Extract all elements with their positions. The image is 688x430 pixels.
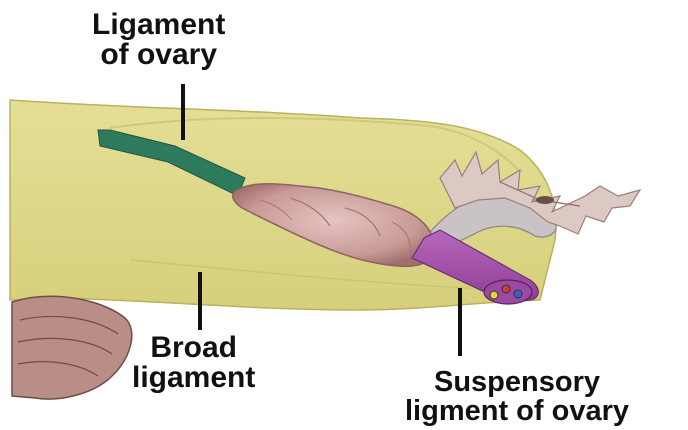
label-suspensory-ligament-line2: ligment of ovary [405,397,629,426]
vessel-dot [490,291,498,299]
label-ligament-of-ovary: Ligament of ovary [92,10,225,70]
label-ligament-of-ovary-line1: Ligament [92,10,225,40]
vessel-dot [514,290,522,298]
label-broad-ligament-line1: Broad [132,333,255,363]
label-suspensory-ligament-line1: Suspensory [405,368,629,397]
label-suspensory-ligament: Suspensory ligment of ovary [405,368,629,426]
label-ligament-of-ovary-line2: of ovary [92,40,225,70]
fimbriae-ostium [536,196,554,204]
vessel-dot [502,285,510,293]
label-broad-ligament-line2: ligament [132,363,255,393]
label-broad-ligament: Broad ligament [132,333,255,393]
uterus [12,296,132,399]
